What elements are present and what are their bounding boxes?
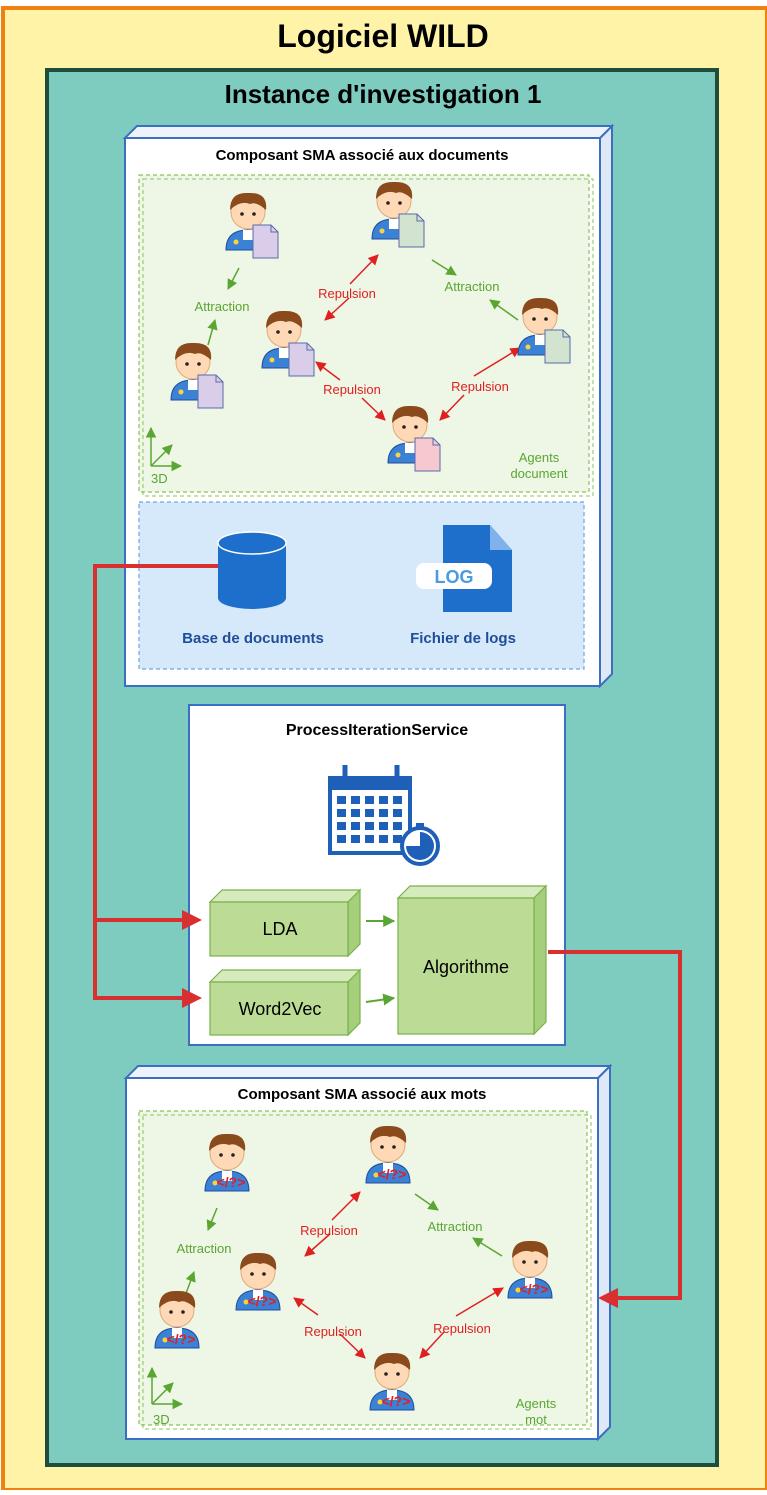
attraction-arrow [489, 299, 519, 321]
attraction-label: Attraction [428, 1219, 483, 1234]
attraction-arrow [227, 267, 240, 290]
app-title: Logiciel WILD [277, 18, 489, 54]
word-component-title: Composant SMA associé aux mots [238, 1086, 487, 1103]
repulsion-label: Repulsion [300, 1223, 358, 1238]
database-to-word2vec-connector [93, 920, 202, 1008]
attraction-arrow [207, 318, 218, 346]
word2vec-box [208, 968, 362, 1037]
document-agent [170, 342, 224, 409]
repulsion-label: Repulsion [304, 1324, 362, 1339]
repulsion-arrow [419, 1331, 445, 1359]
repulsion-arrow [455, 1287, 504, 1317]
algorithm-label: Algorithme [423, 957, 509, 977]
agents-label: mot [525, 1412, 547, 1427]
log-file-icon [416, 525, 512, 612]
repulsion-label: Repulsion [318, 286, 376, 301]
repulsion-label: Repulsion [433, 1321, 491, 1336]
database-icon [217, 531, 287, 609]
log-badge: LOG [435, 567, 474, 587]
attraction-label: Attraction [445, 279, 500, 294]
repulsion-arrow [293, 1297, 319, 1316]
attraction-arrow [414, 1193, 439, 1211]
3d-axis-icon [145, 426, 183, 472]
attraction-arrow [472, 1237, 503, 1257]
data-flow-connectors [93, 564, 682, 1308]
word-agent-badge: </?> [520, 1281, 549, 1297]
attraction-label: Attraction [177, 1241, 232, 1256]
instance-title: Instance d'investigation 1 [225, 79, 542, 109]
document-agent [371, 181, 425, 248]
repulsion-arrow [331, 1191, 361, 1221]
repulsion-label: Repulsion [323, 382, 381, 397]
agents-label: Agents [516, 1396, 557, 1411]
word-agent-badge: </?> [217, 1174, 246, 1190]
log-label: Fichier de logs [410, 630, 516, 647]
database-to-lda-connector [93, 564, 218, 930]
word-agent-badge: </?> [382, 1393, 411, 1409]
lda-box [208, 888, 362, 958]
calendar-clock-icon [328, 765, 440, 866]
axis-label: 3D [151, 471, 168, 486]
3d-axis-icon [146, 1366, 184, 1410]
word-agent: </?> [369, 1352, 415, 1411]
word-component: Composant SMA associé aux mots Attractio… [123, 1063, 613, 1442]
document-agent [261, 310, 315, 377]
word2vec-label: Word2Vec [239, 999, 322, 1019]
database-label: Base de documents [182, 630, 324, 647]
algorithm-to-word-agents-connector [548, 950, 682, 1308]
document-agent [387, 405, 441, 472]
word-agent-badge: </?> [378, 1166, 407, 1182]
word2vec-to-algorithm-arrow [365, 993, 396, 1006]
repulsion-arrow [361, 397, 386, 421]
repulsion-arrow [315, 361, 341, 381]
repulsion-label: Repulsion [451, 379, 509, 394]
repulsion-arrow [339, 1333, 366, 1359]
word-agent-badge: </?> [167, 1331, 196, 1347]
doc-component: Composant SMA associé aux documents Attr… [122, 123, 615, 689]
process-service: ProcessIterationService LDA Word2Vec [188, 704, 566, 1046]
repulsion-arrow [473, 347, 521, 377]
attraction-arrow [206, 1207, 218, 1231]
word-agent: </?> [154, 1290, 200, 1349]
repulsion-arrow [439, 394, 465, 421]
word-agent: </?> [507, 1240, 553, 1299]
doc-component-title: Composant SMA associé aux documents [216, 147, 509, 164]
attraction-label: Attraction [195, 299, 250, 314]
lda-label: LDA [262, 919, 297, 939]
process-title: ProcessIterationService [286, 722, 468, 739]
repulsion-arrow [324, 297, 350, 321]
agents-label: document [510, 466, 567, 481]
repulsion-arrow [304, 1233, 331, 1257]
repulsion-arrow [349, 254, 379, 285]
word-agent: </?> [204, 1133, 250, 1192]
document-agent [517, 297, 571, 364]
attraction-arrow [431, 259, 457, 276]
axis-label: 3D [153, 1412, 170, 1427]
document-agent [225, 192, 279, 259]
doc-agents-area [138, 174, 590, 493]
algorithm-box [396, 884, 548, 1036]
word-agent: </?> [365, 1125, 411, 1184]
word-agent: </?> [235, 1252, 281, 1311]
agents-label: Agents [519, 450, 560, 465]
word-agent-badge: </?> [248, 1293, 277, 1309]
